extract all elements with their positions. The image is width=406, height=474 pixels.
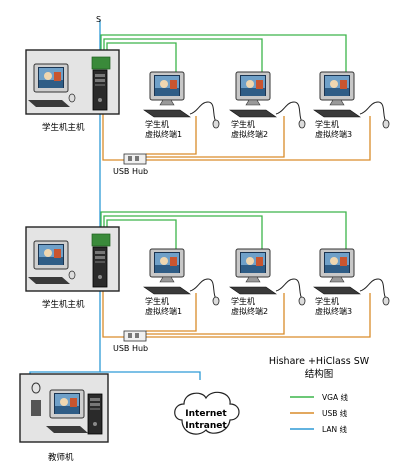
usb-hub-port — [135, 156, 139, 161]
host-label: 学生机主机 — [42, 122, 85, 133]
host-mouse — [68, 270, 76, 280]
lan-top-marker: S — [96, 15, 101, 24]
teacher-keyboard — [46, 426, 88, 433]
legend-label: LAN 线 — [322, 424, 347, 434]
terminal-label-line2: 虚拟终端3 — [315, 129, 352, 139]
host-screen-image — [39, 245, 63, 265]
lan-cable — [100, 371, 201, 380]
terminal-label-line1: 学生机 — [145, 119, 169, 129]
legend: VGA 线 USB 线 LAN 线 — [290, 392, 348, 434]
cloud-label-line2: Intranet — [185, 421, 227, 431]
speaker-icon — [31, 400, 41, 416]
host-keyboard — [28, 100, 70, 107]
diagram-title: Hishare +HiClass SW — [269, 356, 370, 367]
vga-cable — [103, 215, 263, 249]
usb-hub-port — [128, 156, 132, 161]
usb-cable — [146, 116, 197, 155]
terminal-label-line1: 学生机 — [315, 296, 339, 306]
legend-label: VGA 线 — [322, 392, 348, 402]
terminal-label-line1: 学生机 — [315, 119, 339, 129]
usb-cable — [146, 116, 371, 161]
usb-hub-label: USB Hub — [113, 344, 148, 353]
usb-hub-port — [135, 333, 139, 338]
graphics-card — [91, 233, 111, 247]
terminal-label-line2: 虚拟终端3 — [315, 306, 352, 316]
teacher-screen-image — [55, 394, 79, 414]
host-label: 学生机主机 — [42, 299, 85, 310]
headset-icon — [31, 382, 41, 394]
host-mouse — [68, 93, 76, 103]
terminal-label-line2: 虚拟终端2 — [231, 306, 268, 316]
teacher-label: 教师机 — [48, 452, 74, 463]
terminal-label-line1: 学生机 — [231, 296, 255, 306]
usb-cable — [146, 293, 371, 338]
vga-cable — [103, 38, 263, 72]
host-keyboard — [28, 277, 70, 284]
vga-cable — [100, 34, 347, 72]
host-tower — [92, 69, 108, 111]
legend-label: USB 线 — [322, 408, 348, 418]
vga-cable — [100, 211, 347, 249]
usb-hub-label: USB Hub — [113, 167, 148, 176]
graphics-card — [91, 56, 111, 70]
cloud-label-line1: Internet — [185, 409, 227, 419]
terminal-label-line2: 虚拟终端2 — [231, 129, 268, 139]
host-screen-image — [39, 68, 63, 88]
terminal-label-line1: 学生机 — [145, 296, 169, 306]
teacher-tower — [87, 393, 103, 435]
usb-cable — [102, 110, 124, 161]
terminal-label-line2: 虚拟终端1 — [145, 129, 182, 139]
teacher-station: 教师机 — [19, 373, 109, 463]
host-tower — [92, 246, 108, 288]
usb-cable — [146, 293, 285, 335]
cloud-shape — [174, 391, 240, 435]
usb-cable — [146, 116, 285, 158]
terminal-label-line2: 虚拟终端1 — [145, 306, 182, 316]
usb-cable — [102, 287, 124, 338]
usb-cable — [146, 293, 197, 332]
terminal-label-line1: 学生机 — [231, 119, 255, 129]
usb-hub-port — [128, 333, 132, 338]
diagram-subtitle: 结构图 — [305, 368, 334, 380]
